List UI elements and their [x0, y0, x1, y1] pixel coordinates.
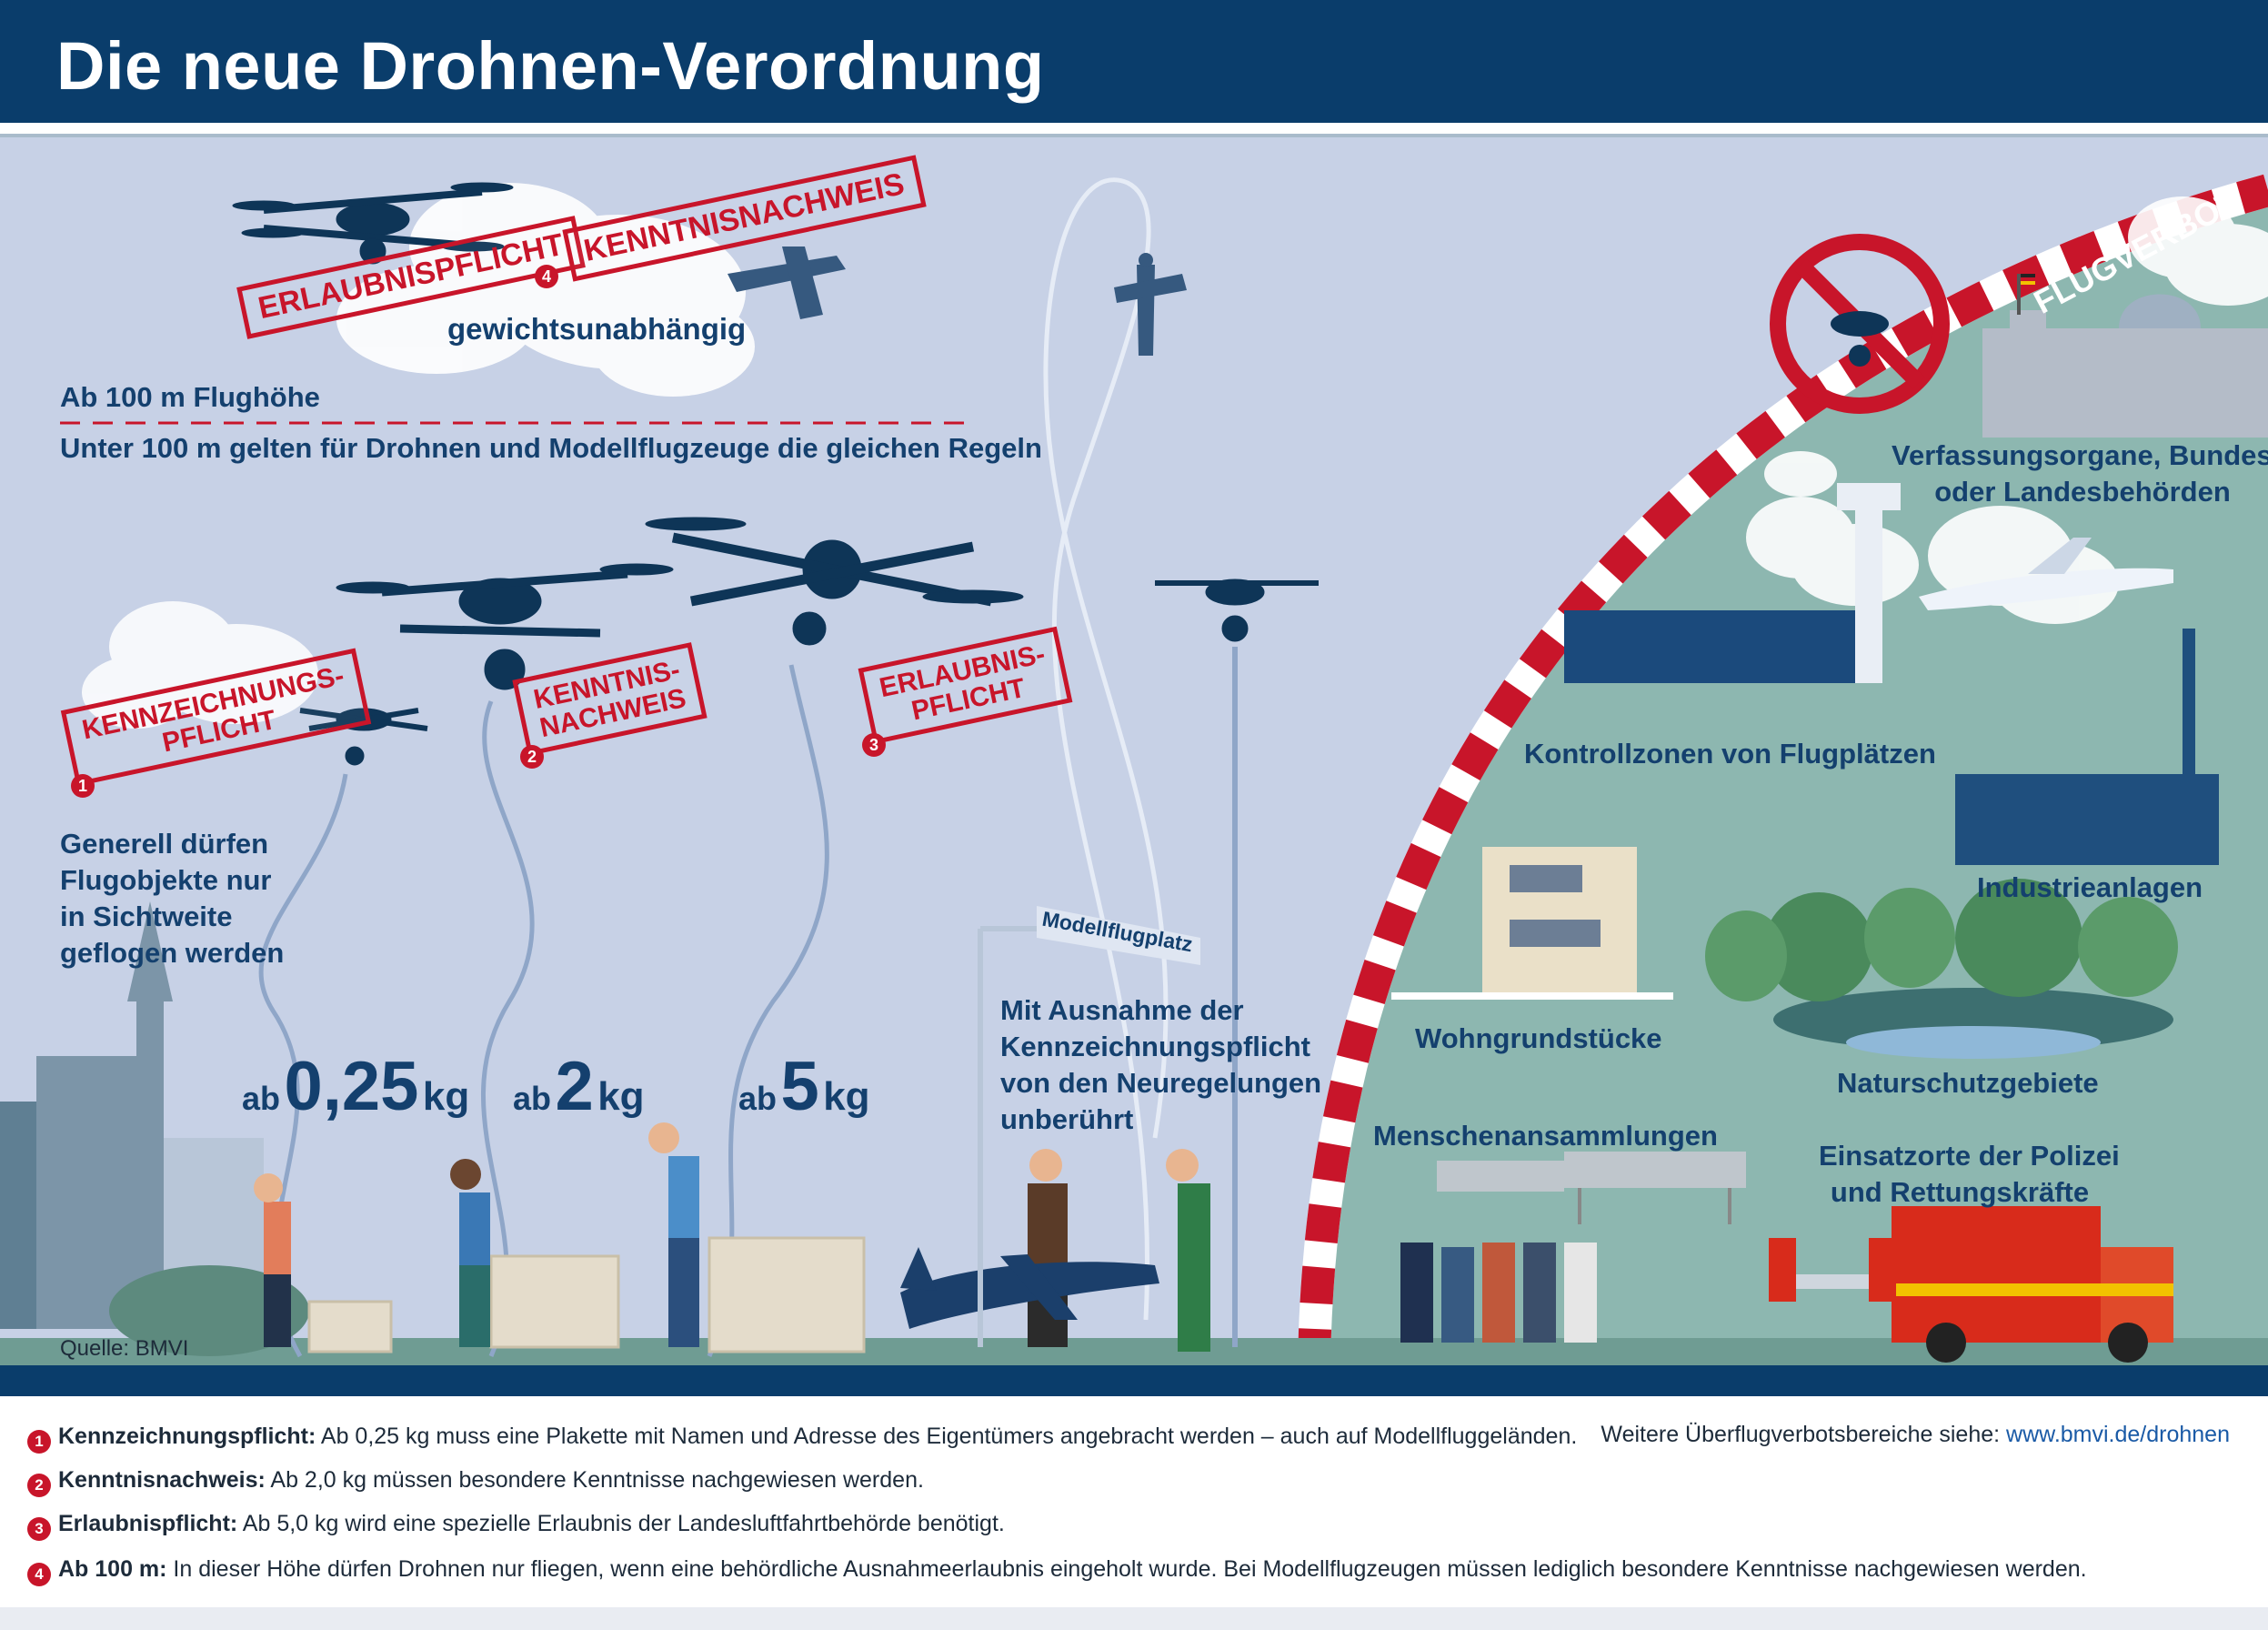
below-100m-note: Unter 100 m gelten für Drohnen und Model…	[60, 432, 1042, 464]
page-title: Die neue Drohnen-Verordnung	[56, 28, 1045, 104]
stamp-number-2: 2	[520, 745, 544, 769]
drone-model-field	[1155, 579, 1319, 642]
trail-2	[480, 700, 535, 1357]
cloud-top	[336, 183, 755, 397]
infographic-scene: ERLAUBNISPFLICHT 4 KENNTNISNACHWEIS gewi…	[0, 137, 2268, 1365]
model-plane-loop	[1114, 253, 1187, 356]
scene-illustration	[0, 174, 2268, 1365]
footer-bottom-strip	[0, 1607, 2268, 1630]
more-info-text: Weitere Überflugverbotsbereiche siehe:	[1601, 1422, 2007, 1447]
sight-note: Generell dürfen Flugobjekte nur in Sicht…	[60, 826, 284, 971]
weight-value: 2	[555, 1048, 594, 1125]
no-drone-sign	[1770, 234, 1950, 414]
house	[1391, 847, 1673, 1000]
weight-prefix: ab	[513, 1080, 552, 1117]
model-field-sign	[978, 906, 1200, 1347]
altitude-label: Ab 100 m Flughöhe	[60, 381, 320, 413]
model-field-note-line: von den Neuregelungen	[1000, 1067, 1322, 1099]
zone-crowds: Menschenansammlungen	[1373, 1120, 1718, 1152]
more-info: Weitere Überflugverbotsbereiche siehe: w…	[1601, 1422, 2230, 1448]
zone-residential: Wohngrundstücke	[1415, 1022, 1662, 1054]
footnote-term: Kenntnisnachweis:	[58, 1467, 266, 1493]
aerobatic-trail	[1043, 177, 1169, 1321]
pilot-figures	[254, 1122, 1210, 1352]
nature-reserve	[1705, 879, 2178, 1059]
stamp-number-1: 1	[71, 774, 95, 798]
header-divider-line	[0, 134, 2268, 137]
weight-value: 5	[780, 1048, 819, 1125]
drone-top	[232, 182, 514, 265]
footnote-term: Ab 100 m:	[58, 1556, 167, 1582]
ambulance	[1769, 1206, 2173, 1363]
zone-industry: Industrieanlagen	[1977, 871, 2203, 903]
model-plane-top	[728, 247, 846, 319]
footnote-number: 4	[27, 1563, 51, 1586]
footnote-number: 3	[27, 1517, 51, 1541]
sight-note-line: in Sichtweite	[60, 901, 233, 932]
model-field-note-line: Mit Ausnahme der	[1000, 994, 1244, 1026]
footnote-text: In dieser Höhe dürfen Drohnen nur fliege…	[166, 1556, 2087, 1582]
weight-unit: kg	[823, 1074, 870, 1119]
weight-label-2kg: ab 2 kg	[513, 1047, 645, 1126]
more-info-link[interactable]: www.bmvi.de/drohnen	[2006, 1422, 2230, 1447]
sight-note-line: Flugobjekte nur	[60, 864, 272, 896]
weight-label-5kg: ab 5 kg	[738, 1047, 870, 1126]
zone-government-line: Verfassungsorgane, Bundes-	[1892, 439, 2268, 471]
zone-emergency: Einsatzorte der Polizei und Rettungskräf…	[1819, 1138, 2120, 1211]
weight-unit: kg	[422, 1074, 470, 1119]
zone-emergency-line: Einsatzorte der Polizei	[1819, 1140, 2120, 1172]
model-plane-ground	[900, 1247, 1159, 1329]
zone-government-line: oder Landesbehörden	[1934, 476, 2231, 508]
airport	[1564, 483, 1901, 683]
model-field-note: Mit Ausnahme der Kennzeichnungspflicht v…	[1000, 992, 1321, 1138]
weight-prefix: ab	[242, 1080, 281, 1117]
footnote-4: 4 Ab 100 m: In dieser Höhe dürfen Drohnen…	[27, 1556, 2087, 1586]
footnote-term: Erlaubnispflicht:	[58, 1511, 238, 1536]
footnote-term: Kennzeichnungspflicht:	[58, 1424, 316, 1449]
reichstag-building	[1982, 274, 2268, 438]
stamp-number-4: 4	[535, 265, 558, 288]
header-divider	[0, 123, 2268, 134]
model-field-note-line: unberührt	[1000, 1103, 1134, 1135]
source-credit: Quelle: BMVI	[60, 1336, 189, 1361]
footnote-number: 2	[27, 1474, 51, 1497]
drone-small	[299, 708, 428, 766]
airliner	[1919, 538, 2173, 610]
footnote-1: 1 Kennzeichnungspflicht: Ab 0,25 kg muss …	[27, 1424, 1577, 1454]
factory	[1955, 629, 2219, 865]
drone-medium	[336, 563, 674, 690]
cloud-left	[82, 601, 318, 729]
model-field-note-line: Kennzeichnungspflicht	[1000, 1031, 1310, 1062]
footnote-text: Ab 2,0 kg müssen besondere Kenntnisse na…	[265, 1467, 924, 1493]
footnote-2: 2 Kenntnisnachweis: Ab 2,0 kg müssen beso…	[27, 1467, 924, 1497]
zone-nature: Naturschutzgebiete	[1837, 1067, 2099, 1099]
city-buildings	[0, 901, 309, 1356]
crowd	[1400, 1152, 1746, 1343]
footnote-text: Ab 0,25 kg muss eine Plakette mit Namen …	[316, 1424, 1578, 1449]
zone-government: Verfassungsorgane, Bundes- oder Landesbe…	[1892, 438, 2268, 510]
zone-airports: Kontrollzonen von Flugplätzen	[1524, 738, 1936, 770]
drone-large	[645, 517, 1024, 646]
footer-divider-bar	[0, 1365, 2268, 1396]
weight-value: 0,25	[284, 1048, 419, 1125]
weight-prefix: ab	[738, 1080, 778, 1117]
drone-boxes	[307, 1236, 866, 1353]
footnote-number: 1	[27, 1430, 51, 1454]
zone-emergency-line: und Rettungskräfte	[1830, 1176, 2090, 1208]
footnote-3: 3 Erlaubnispflicht: Ab 5,0 kg wird eine s…	[27, 1511, 1005, 1541]
sight-note-line: geflogen werden	[60, 937, 285, 969]
weight-label-025kg: ab 0,25 kg	[242, 1047, 469, 1126]
no-fly-zone-area	[1328, 201, 2268, 1365]
weight-independent-note: gewichtsunabhängig	[447, 312, 747, 346]
weight-unit: kg	[597, 1074, 645, 1119]
footnotes-panel: 1 Kennzeichnungspflicht: Ab 0,25 kg muss …	[0, 1396, 2268, 1607]
sight-note-line: Generell dürfen	[60, 828, 269, 860]
footnote-text: Ab 5,0 kg wird eine spezielle Erlaubnis …	[237, 1511, 1005, 1536]
stamp-number-3: 3	[862, 733, 886, 757]
header-bar	[0, 0, 2268, 123]
